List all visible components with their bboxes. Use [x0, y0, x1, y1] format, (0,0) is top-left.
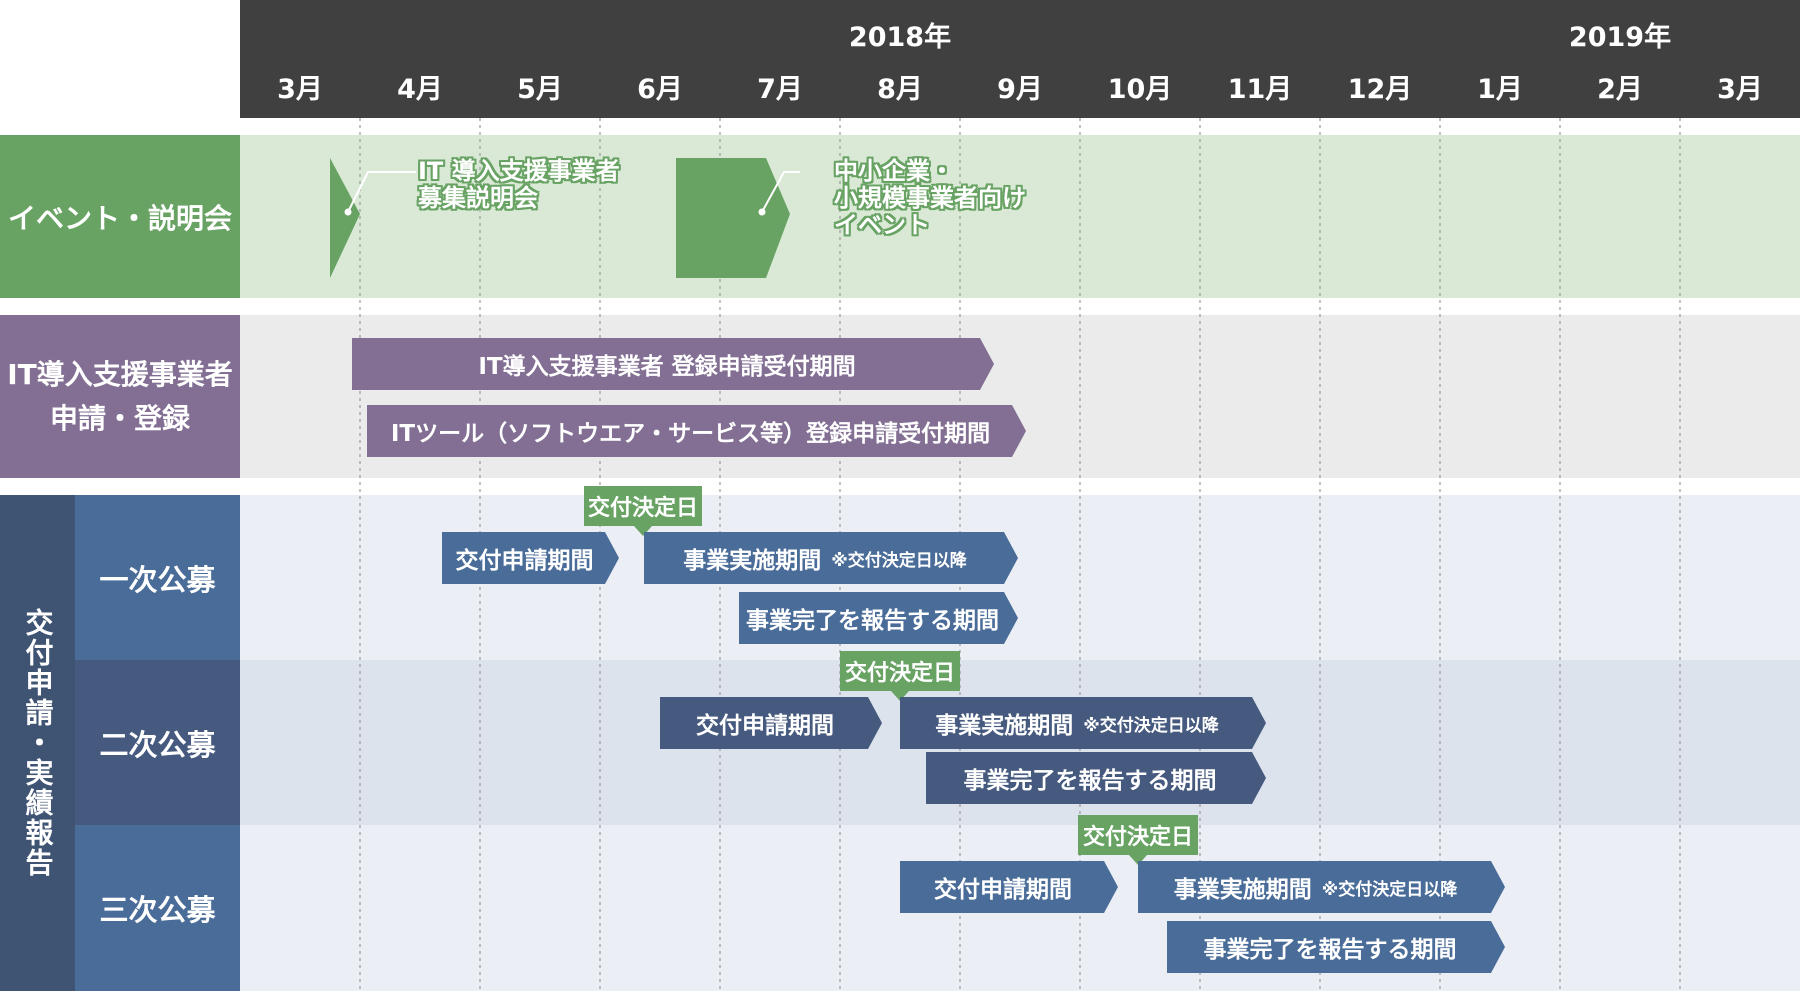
- event-markers: [330, 158, 800, 278]
- event-briefing-line1: IT 導入支援事業者: [418, 157, 620, 185]
- event-leader-briefing: [347, 171, 416, 213]
- round2-decision-pointer: [891, 691, 909, 701]
- timeline-header: [240, 0, 1800, 118]
- round3-apply-bar: 交付申請期間: [900, 861, 1118, 913]
- month-label: 9月: [997, 74, 1043, 105]
- month-label: 3月: [1717, 74, 1763, 105]
- event-briefing-line2: 募集説明会: [418, 184, 538, 212]
- event-sme-label: 中小企業・ 小規模事業者向け イベント: [834, 158, 1026, 239]
- round3-implement-note: ※交付決定日以降: [1321, 879, 1458, 900]
- month-label: 7月: [757, 74, 803, 105]
- month-label: 6月: [637, 74, 683, 105]
- year-label-2018: 2018年: [848, 22, 952, 53]
- event-sme-line3: イベント: [834, 211, 930, 239]
- round1-implement-label: 事業実施期間: [683, 548, 822, 574]
- month-label: 3月: [277, 74, 323, 105]
- events-row-label: イベント・説明会: [0, 135, 240, 298]
- round2-apply-bar: 交付申請期間: [660, 697, 882, 749]
- round3-decision-pointer: [1129, 855, 1147, 865]
- round2-implement-bar: 事業実施期間 ※交付決定日以降: [900, 697, 1266, 749]
- event-sme-line2: 小規模事業者向け: [834, 184, 1026, 212]
- event-leader-sme: [761, 171, 800, 213]
- round2-implement-note: ※交付決定日以降: [1083, 715, 1219, 736]
- round1-report-bar: 事業完了を報告する期間: [739, 592, 1018, 644]
- events-row-band: [240, 135, 1800, 298]
- it-registration-label-line1: IT導入支援事業者: [7, 357, 233, 391]
- round1-implement-bar: 事業実施期間 ※交付決定日以降: [644, 532, 1018, 584]
- round1-apply-bar: 交付申請期間: [442, 532, 619, 584]
- month-label: 8月: [877, 74, 923, 105]
- month-label: 5月: [517, 74, 563, 105]
- round1-implement-note: ※交付決定日以降: [831, 550, 967, 571]
- round2-label: 二次公募: [75, 660, 240, 825]
- year-label-2019: 2019年: [1568, 22, 1672, 53]
- round2-report-bar: 事業完了を報告する期間: [926, 752, 1266, 804]
- event-sme-line1: 中小企業・: [834, 157, 954, 185]
- round3-label: 三次公募: [75, 825, 240, 991]
- it-tool-registration-bar: ITツール（ソフトウエア・サービス等）登録申請受付期間: [367, 405, 1026, 457]
- it-registration-label-line2: 申請・登録: [49, 401, 190, 435]
- it-registration-row-label: IT導入支援事業者 申請・登録: [0, 315, 240, 478]
- event-marker-briefing: [330, 158, 360, 278]
- month-label: 12月: [1347, 74, 1413, 105]
- subsidy-outer-label-text: 交付申請・実績報告: [21, 608, 55, 878]
- subsidy-outer-label: 交付申請・実績報告: [0, 495, 75, 991]
- month-label: 11月: [1227, 74, 1293, 105]
- round3-decision-badge: 交付決定日: [1078, 815, 1198, 855]
- event-briefing-label: IT 導入支援事業者 募集説明会: [418, 158, 620, 212]
- round2-implement-label: 事業実施期間: [935, 713, 1074, 739]
- round2-decision-badge: 交付決定日: [840, 651, 960, 691]
- round1-decision-badge: 交付決定日: [584, 486, 702, 526]
- event-marker-sme: [676, 158, 790, 278]
- round1-label: 一次公募: [75, 495, 240, 660]
- round3-report-bar: 事業完了を報告する期間: [1167, 921, 1505, 973]
- it-vendor-registration-bar: IT導入支援事業者 登録申請受付期間: [352, 338, 994, 390]
- month-label: 4月: [397, 74, 443, 105]
- month-label: 10月: [1107, 74, 1173, 105]
- round1-decision-pointer: [634, 526, 652, 536]
- month-label: 1月: [1477, 74, 1523, 105]
- round3-implement-bar: 事業実施期間 ※交付決定日以降: [1138, 861, 1505, 913]
- month-label: 2月: [1597, 74, 1643, 105]
- round3-implement-label: 事業実施期間: [1173, 877, 1312, 903]
